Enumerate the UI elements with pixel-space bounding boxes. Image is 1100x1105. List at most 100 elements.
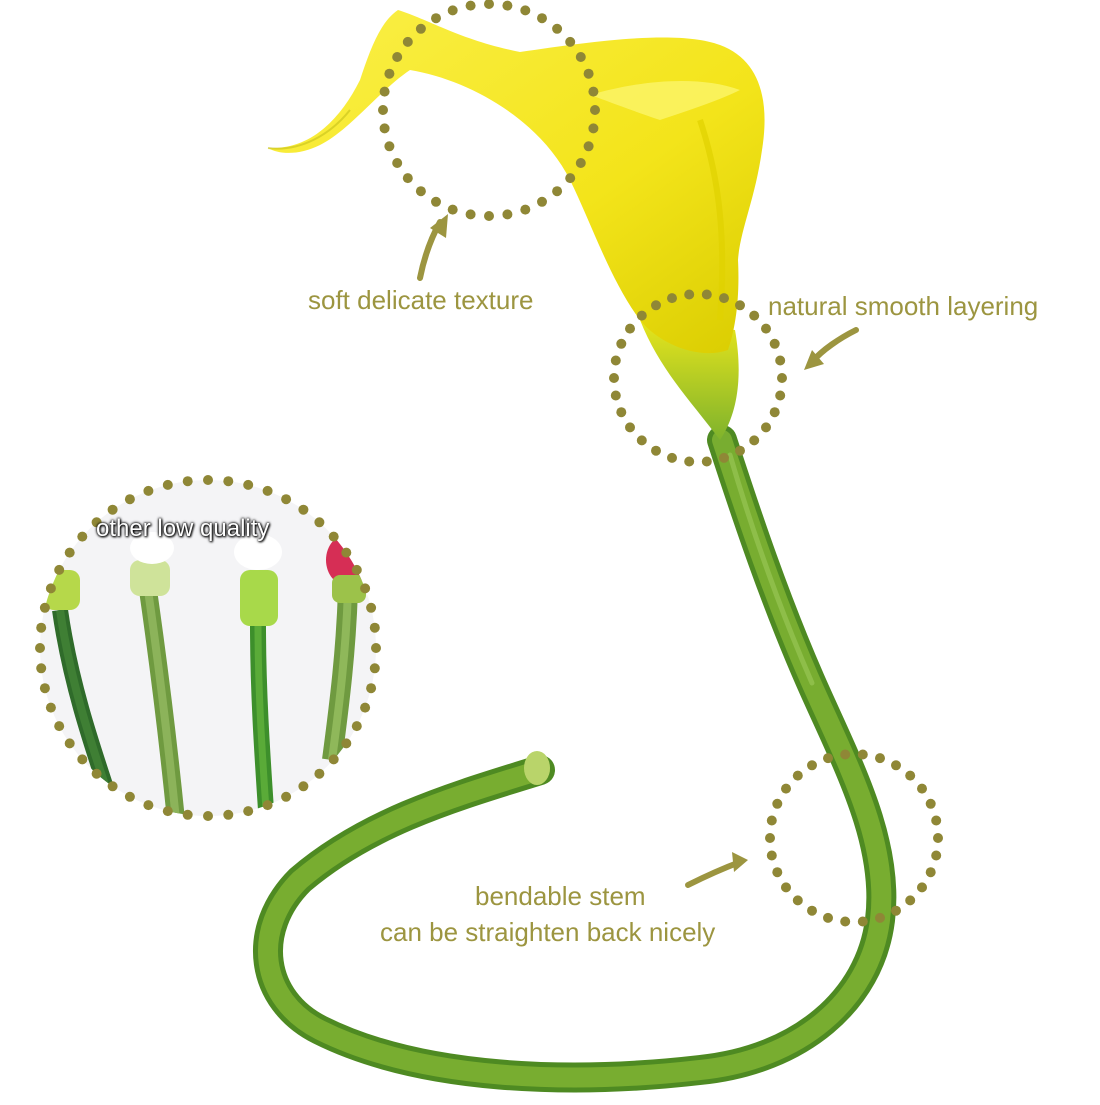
dot — [761, 422, 771, 433]
natural-layering-label: natural smooth layering — [768, 291, 1039, 321]
dot — [366, 683, 377, 694]
dot — [91, 517, 102, 528]
dot — [609, 373, 619, 383]
dot — [262, 800, 273, 811]
dot — [925, 867, 936, 878]
dot — [107, 504, 118, 515]
dot — [667, 452, 677, 463]
dot — [484, 211, 494, 221]
dot — [772, 867, 783, 878]
dot — [775, 390, 786, 401]
dot — [583, 68, 594, 79]
dot — [502, 0, 513, 11]
dot — [64, 547, 75, 558]
dot — [735, 300, 745, 311]
texture-highlight-circle — [378, 0, 600, 221]
dot — [766, 815, 777, 826]
low-quality-comparison-inset — [40, 480, 376, 816]
dot — [610, 355, 621, 366]
dot — [625, 323, 635, 334]
dot — [162, 806, 173, 817]
dot — [384, 141, 395, 152]
dot — [124, 791, 135, 802]
dot — [840, 749, 851, 760]
dot — [765, 833, 775, 843]
dot — [583, 141, 594, 152]
dot — [781, 783, 791, 794]
dot — [431, 13, 441, 24]
soft-texture-label: soft delicate texture — [308, 285, 534, 315]
dot — [91, 768, 102, 779]
dot — [823, 912, 833, 923]
dot — [590, 105, 600, 115]
dot — [857, 916, 868, 927]
dot — [415, 23, 426, 34]
dot — [537, 13, 547, 24]
dot — [749, 435, 760, 446]
dot — [392, 52, 403, 62]
dot — [143, 800, 154, 811]
dot — [243, 806, 254, 817]
dot — [520, 5, 531, 16]
dot — [203, 475, 213, 485]
dot — [223, 476, 234, 487]
dot — [610, 390, 621, 401]
dot — [588, 86, 599, 97]
dot — [761, 323, 771, 334]
dot — [588, 123, 599, 134]
dot — [925, 798, 936, 809]
dot — [565, 36, 576, 47]
dot — [35, 643, 45, 653]
dot — [328, 531, 339, 542]
dot — [565, 173, 576, 184]
dot — [243, 479, 254, 490]
dot — [360, 702, 371, 713]
calla-lily-flower — [267, 10, 765, 440]
dot — [366, 602, 377, 613]
dot — [575, 158, 586, 168]
dot — [378, 105, 388, 115]
dot — [351, 721, 362, 732]
bendable-stem-label: bendable stem — [475, 881, 646, 911]
dot — [371, 643, 381, 653]
dotted-highlight-circles — [35, 0, 943, 927]
dot — [857, 749, 868, 760]
dot — [891, 760, 901, 771]
dot — [684, 289, 695, 300]
dot — [552, 186, 563, 197]
curved-arrow-icon — [417, 214, 448, 281]
dot — [384, 68, 395, 79]
dot — [351, 564, 362, 575]
dot — [625, 422, 635, 433]
dot — [314, 517, 325, 528]
dot — [502, 209, 513, 220]
dot — [651, 300, 661, 311]
dot — [379, 123, 390, 134]
dot — [360, 583, 371, 594]
dot — [636, 435, 647, 446]
dot — [792, 770, 803, 781]
dot — [933, 833, 943, 843]
dot — [314, 768, 325, 779]
dot — [298, 504, 309, 515]
dot — [369, 622, 380, 633]
dot — [719, 452, 729, 463]
curved-arrow-icon — [685, 852, 748, 888]
dot — [203, 811, 213, 821]
dot — [107, 781, 118, 792]
dot — [124, 494, 135, 505]
dot — [807, 905, 817, 916]
dot — [905, 895, 916, 906]
dot — [766, 850, 777, 861]
dot — [719, 293, 729, 304]
dot — [616, 338, 627, 349]
dot — [931, 815, 942, 826]
dot — [807, 760, 817, 771]
curved-arrow-icon — [804, 327, 859, 370]
dot — [77, 754, 88, 765]
dot — [298, 781, 309, 792]
dot — [182, 476, 193, 487]
dot — [735, 445, 745, 456]
